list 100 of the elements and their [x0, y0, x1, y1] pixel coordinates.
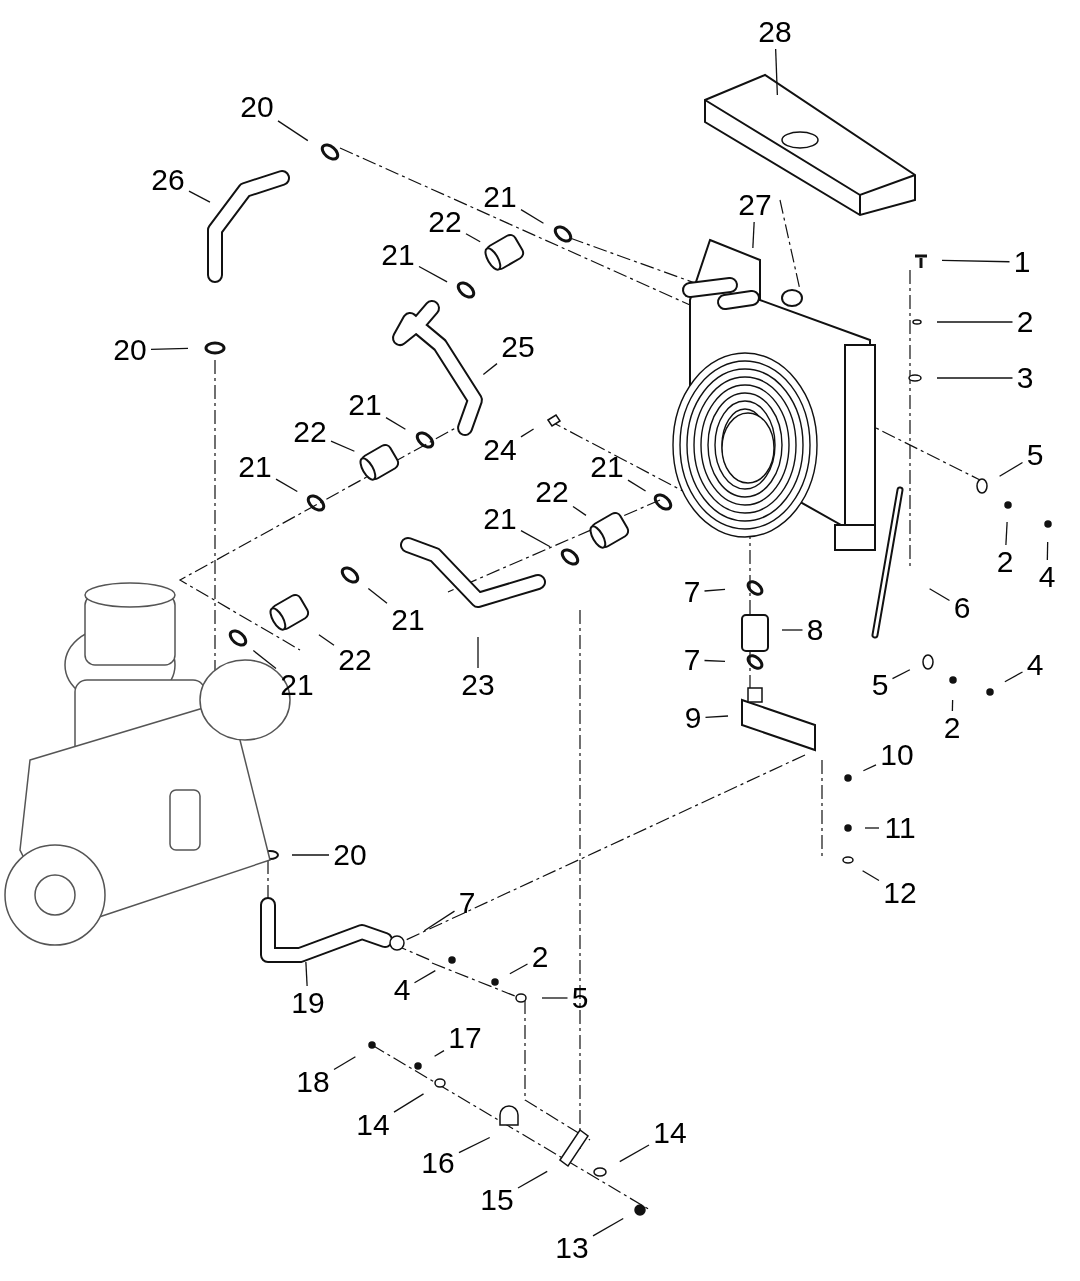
- callout-number: 26: [151, 165, 185, 195]
- leader-line: [936, 377, 1014, 379]
- callout-number: 2: [943, 713, 961, 743]
- leader-line: [458, 1136, 491, 1154]
- callout-number: 7: [458, 888, 476, 918]
- callout-number: 22: [428, 207, 462, 237]
- callout-number: 22: [293, 417, 327, 447]
- callout-number: 2: [996, 547, 1014, 577]
- callout-number: 24: [483, 435, 517, 465]
- callout-number: 7: [683, 577, 701, 607]
- callout-number: 7: [683, 645, 701, 675]
- leader-line: [433, 1049, 445, 1057]
- callout-number: 16: [421, 1148, 455, 1178]
- callout-number: 5: [1026, 440, 1044, 470]
- leader-line: [936, 321, 1014, 323]
- leader-line: [951, 699, 954, 712]
- callout-number: 15: [480, 1185, 514, 1215]
- leader-line: [703, 659, 726, 662]
- callout-number: 10: [880, 740, 914, 770]
- callout-number: 19: [291, 988, 325, 1018]
- leader-line: [188, 190, 211, 203]
- callout-number: 14: [653, 1118, 687, 1148]
- leader-line: [418, 265, 448, 283]
- callout-number: 11: [884, 813, 916, 843]
- callout-number: 14: [356, 1110, 390, 1140]
- callout-number: 21: [483, 504, 517, 534]
- leader-line: [275, 478, 298, 493]
- callout-number: 22: [535, 477, 569, 507]
- callout-number: 21: [391, 605, 425, 635]
- callout-number: 21: [590, 452, 624, 482]
- leader-line: [509, 963, 529, 975]
- leader-line: [477, 636, 479, 669]
- leader-line: [423, 910, 456, 932]
- leader-line: [1046, 541, 1049, 561]
- callout-number: 21: [238, 452, 272, 482]
- callout-number: 6: [953, 593, 971, 623]
- callout-number: 5: [871, 670, 889, 700]
- callout-number: 25: [501, 332, 535, 362]
- callout-number: 21: [280, 670, 314, 700]
- leader-line: [619, 1144, 650, 1163]
- leader-line: [385, 416, 407, 430]
- callout-number: 5: [571, 983, 589, 1013]
- callout-number: 8: [806, 615, 824, 645]
- callout-number: 4: [1038, 562, 1056, 592]
- leader-line: [413, 969, 436, 984]
- callout-number: 23: [461, 670, 495, 700]
- leader-line: [150, 347, 189, 351]
- leader-line: [393, 1093, 425, 1113]
- callout-number: 17: [448, 1023, 482, 1053]
- leader-line: [333, 1056, 357, 1071]
- callout-number: 20: [113, 335, 147, 365]
- callout-number: 12: [883, 878, 917, 908]
- leader-line: [998, 461, 1024, 477]
- leader-line: [703, 588, 726, 592]
- leader-line: [775, 48, 778, 96]
- leader-line: [592, 1217, 624, 1237]
- callout-number: 2: [531, 942, 549, 972]
- leader-line: [862, 764, 877, 772]
- leader-line: [572, 505, 587, 516]
- callout-number: 1: [1013, 247, 1031, 277]
- callout-number: 18: [296, 1067, 330, 1097]
- callout-number: 22: [338, 645, 372, 675]
- leader-line: [928, 588, 951, 602]
- leader-line: [252, 649, 277, 670]
- callout-number: 3: [1016, 363, 1034, 393]
- leader-line: [482, 363, 498, 376]
- callout-number: 21: [483, 182, 517, 212]
- leader-line: [1005, 521, 1008, 546]
- leader-line: [520, 428, 535, 438]
- leader-line: [367, 587, 388, 604]
- leader-line: [627, 479, 647, 492]
- callout-number: 2: [1016, 307, 1034, 337]
- callout-number: 4: [393, 975, 411, 1005]
- leader-line: [520, 209, 545, 224]
- leader-line: [1004, 671, 1024, 683]
- leader-line: [465, 233, 481, 243]
- callout-number: 13: [555, 1233, 589, 1263]
- callout-number: 21: [381, 240, 415, 270]
- leader-line: [941, 259, 1011, 263]
- leader-line: [781, 629, 804, 631]
- callout-number: 20: [333, 840, 367, 870]
- leader-line: [330, 440, 356, 452]
- leader-line: [891, 669, 911, 680]
- callout-number: 4: [1026, 650, 1044, 680]
- callout-number: 28: [758, 17, 792, 47]
- leader-line: [517, 1170, 548, 1189]
- callout-number: 9: [684, 703, 702, 733]
- leader-line: [541, 997, 569, 999]
- callout-number: 20: [240, 92, 274, 122]
- leader-line: [864, 827, 880, 829]
- leader-line: [277, 120, 309, 142]
- leader-line: [704, 715, 729, 718]
- leader-line: [305, 961, 308, 987]
- leader-line: [291, 854, 330, 856]
- leader-line: [861, 870, 880, 882]
- leader-line: [318, 634, 335, 646]
- callout-number: 27: [738, 190, 772, 220]
- leader-line: [752, 221, 755, 249]
- callout-number: 21: [348, 390, 382, 420]
- leader-line: [520, 530, 551, 548]
